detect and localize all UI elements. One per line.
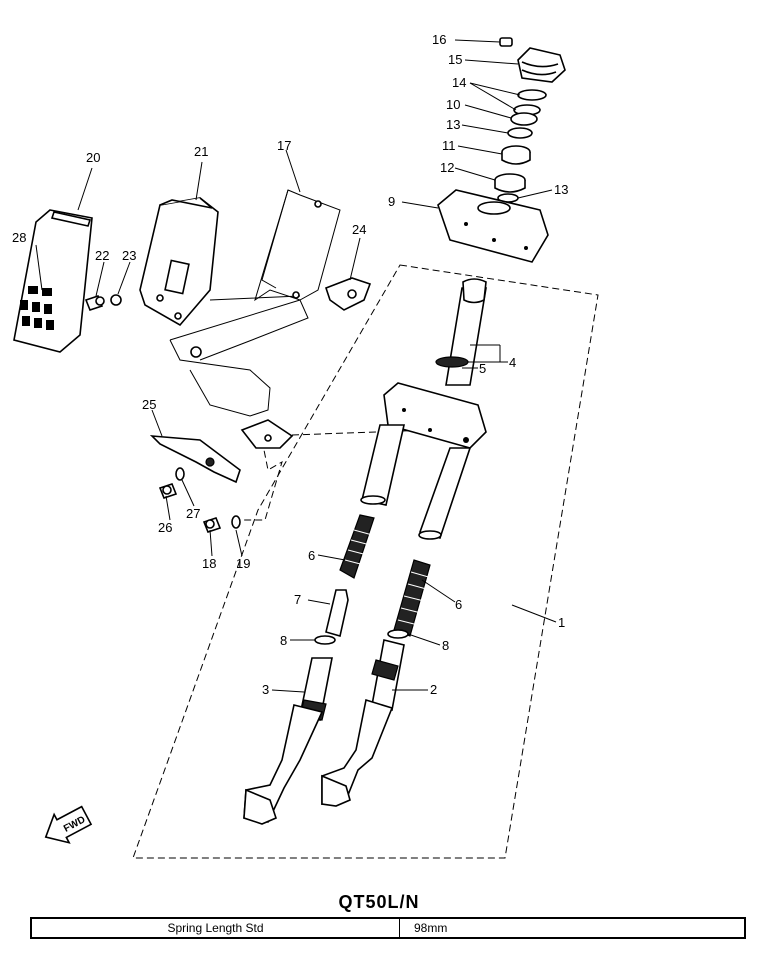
handlebar-holder-9 (401, 189, 549, 263)
callout-6-right: 6 (455, 597, 462, 612)
callout-13-lower: 13 (554, 182, 568, 197)
washer-27 (175, 467, 195, 507)
washer-8-right (387, 629, 441, 646)
callout-28: 28 (12, 230, 26, 245)
callout-23: 23 (122, 248, 136, 263)
callout-21: 21 (194, 144, 208, 159)
cap-bolt-16 (454, 37, 513, 47)
callout-2: 2 (430, 682, 437, 697)
callout-18: 18 (202, 556, 216, 571)
spec-value: 98mm (414, 921, 448, 935)
bearing-12 (454, 167, 526, 193)
callout-7: 7 (294, 592, 301, 607)
fork-tube-right (418, 447, 472, 540)
fork-assembly-outline (132, 264, 599, 859)
spec-label: Spring Length Std (32, 919, 400, 937)
callout-22: 22 (95, 248, 109, 263)
spring-collar-7 (307, 589, 349, 638)
fork-tube-left (360, 424, 405, 506)
bolt-22 (84, 261, 105, 311)
washers-14 (469, 82, 547, 116)
fork-spring-right-6 (393, 559, 456, 637)
bracket-24 (324, 237, 372, 311)
callout-12: 12 (440, 160, 454, 175)
fork-spring-left-6 (317, 514, 377, 579)
callout-3: 3 (262, 682, 269, 697)
spec-table: Spring Length Std 98mm (30, 917, 746, 939)
callout-8-left: 8 (280, 633, 287, 648)
bolt-link-line (240, 439, 283, 521)
bearing-race-11 (457, 145, 531, 165)
callout-8-right: 8 (442, 638, 449, 653)
meter-bracket-17 (169, 149, 341, 417)
bolt-18 (202, 517, 222, 557)
washer-13-top (461, 124, 533, 139)
callout-5: 5 (479, 361, 486, 376)
mounting-plate (240, 419, 294, 449)
meter-housing-21 (139, 161, 219, 327)
bolt-26 (158, 483, 178, 521)
callout-25: 25 (142, 397, 156, 412)
callout-9: 9 (388, 194, 395, 209)
washer-23 (110, 261, 131, 306)
callout-20: 20 (86, 150, 100, 165)
fwd-arrow-icon: FWD (44, 805, 93, 844)
stay-25 (149, 409, 241, 484)
steering-cap-15 (464, 47, 566, 83)
outer-tube-3 (243, 657, 333, 825)
callout-17: 17 (277, 138, 291, 153)
ring-nut-10 (464, 104, 538, 126)
callout-14: 14 (452, 75, 466, 90)
callout-10: 10 (446, 97, 460, 112)
callout-24: 24 (352, 222, 366, 237)
callout-15: 15 (448, 52, 462, 67)
callout-27: 27 (186, 506, 200, 521)
callout-26: 26 (158, 520, 172, 535)
exploded-parts-diagram: FWD 1 2 3 4 5 6 6 7 8 8 9 10 11 12 13 13… (12, 32, 599, 859)
callout-19: 19 (236, 556, 250, 571)
washer-19 (231, 515, 243, 557)
outer-tube-2 (321, 639, 428, 807)
steering-stem (435, 278, 508, 386)
callout-1: 1 (558, 615, 565, 630)
callout-4: 4 (509, 355, 516, 370)
washer-13-lower (497, 189, 553, 203)
washer-8-left (290, 635, 336, 645)
callout-6-left: 6 (308, 548, 315, 563)
meter-case-20 (13, 167, 93, 353)
callout-11: 11 (442, 138, 456, 153)
leader-1 (511, 604, 557, 623)
callout-13-top: 13 (446, 117, 460, 132)
model-title: QT50L/N (338, 892, 420, 912)
callout-16: 16 (432, 32, 446, 47)
